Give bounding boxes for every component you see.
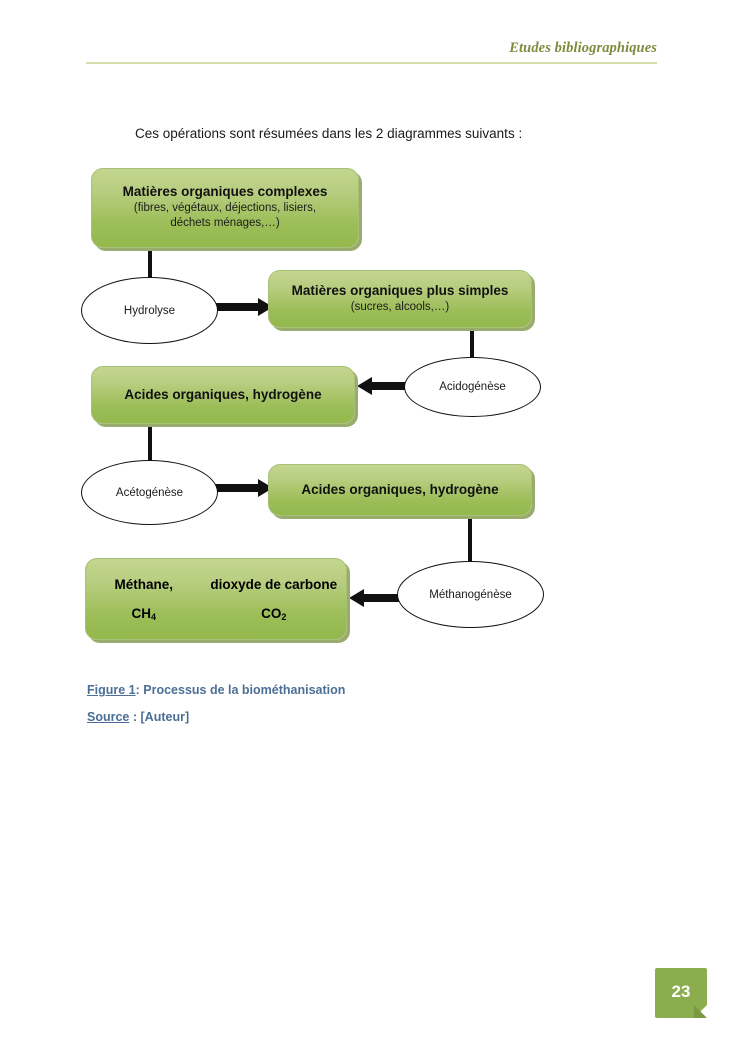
box-organic-acids-hydrogen-1: Acides organiques, hydrogène: [91, 366, 355, 424]
box-subtitle-line-1: (fibres, végétaux, déjections, lisiers,: [133, 201, 317, 214]
figure-caption: Figure 1: Processus de la biométhanisati…: [87, 683, 345, 697]
connector-organic-acids-to-acetogenesis: [148, 422, 152, 462]
page-number: 23: [671, 982, 691, 1001]
arrow-acidogenesis-to-organic-acids: [357, 377, 419, 395]
arrow-hydrolysis-to-simpler-matter: [212, 298, 273, 316]
box-subtitle-line-1: (sucres, alcools,…): [350, 300, 450, 313]
connector-complex-to-hydrolysis: [148, 246, 152, 280]
formula-subscript: 4: [151, 612, 157, 622]
arrow-acetogenesis-to-organic-acids: [212, 479, 273, 497]
box-title: Acides organiques, hydrogène: [124, 386, 322, 402]
formula-carbon-dioxide: CO2: [202, 606, 346, 622]
stage-hydrolysis: Hydrolyse: [81, 277, 218, 344]
box-simpler-organic-matter: Matières organiques plus simples (sucres…: [268, 270, 532, 328]
formula-base: CH: [131, 606, 152, 621]
box-subtitle-line-2: déchets ménages,…): [170, 217, 280, 230]
box-title: Acides organiques, hydrogène: [301, 481, 499, 497]
header-title: Etudes bibliographiques: [509, 40, 657, 56]
stage-acetogenesis: Acétogénèse: [81, 460, 218, 525]
figure-caption-text: : Processus de la biométhanisation: [135, 683, 346, 697]
stage-methanogenesis: Méthanogénèse: [397, 561, 544, 628]
chemical-formulas-row: CH4 CO2: [86, 606, 346, 622]
stage-acidogenesis: Acidogénèse: [404, 357, 541, 417]
page-fold-shade-icon: [694, 1005, 707, 1018]
source-label: Source: [87, 710, 130, 724]
chemical-names-row: Méthane, dioxyde de carbone: [86, 577, 346, 592]
page-number-badge: 23: [655, 968, 707, 1018]
arrow-methanogenesis-to-methane: [349, 589, 411, 607]
stage-label: Hydrolyse: [123, 304, 176, 317]
box-title: Matières organiques complexes: [122, 184, 328, 200]
stage-label: Acidogénèse: [439, 381, 506, 393]
source-caption-text: : [Auteur]: [129, 710, 190, 724]
connector-simpler-matter-to-acidogenesis: [470, 326, 474, 360]
page-header: Etudes bibliographiques: [86, 40, 657, 66]
stage-label: Méthanogénèse: [429, 588, 512, 601]
source-caption: Source : [Auteur]: [87, 710, 345, 724]
connector-organic-acids-to-methanogenesis: [468, 514, 472, 562]
box-organic-acids-hydrogen-2: Acides organiques, hydrogène: [268, 464, 532, 516]
chemical-name-methane: Méthane,: [114, 577, 174, 592]
box-complex-organic-matter: Matières organiques complexes (fibres, v…: [91, 168, 359, 248]
figure-label: Figure 1: [87, 683, 136, 697]
figure-caption-block: Figure 1: Processus de la biométhanisati…: [87, 683, 345, 737]
intro-paragraph: Ces opérations sont résumées dans les 2 …: [135, 126, 523, 141]
chemical-name-carbon-dioxide: dioxyde de carbone: [210, 577, 338, 592]
box-title: Matières organiques plus simples: [291, 282, 509, 298]
box-methane-carbon-dioxide: Méthane, dioxyde de carbone CH4 CO2: [85, 558, 347, 640]
formula-methane: CH4: [86, 606, 202, 622]
formula-base: CO: [261, 606, 282, 621]
stage-label: Acétogénèse: [115, 486, 184, 499]
header-divider: [86, 62, 657, 64]
formula-subscript: 2: [281, 612, 287, 622]
